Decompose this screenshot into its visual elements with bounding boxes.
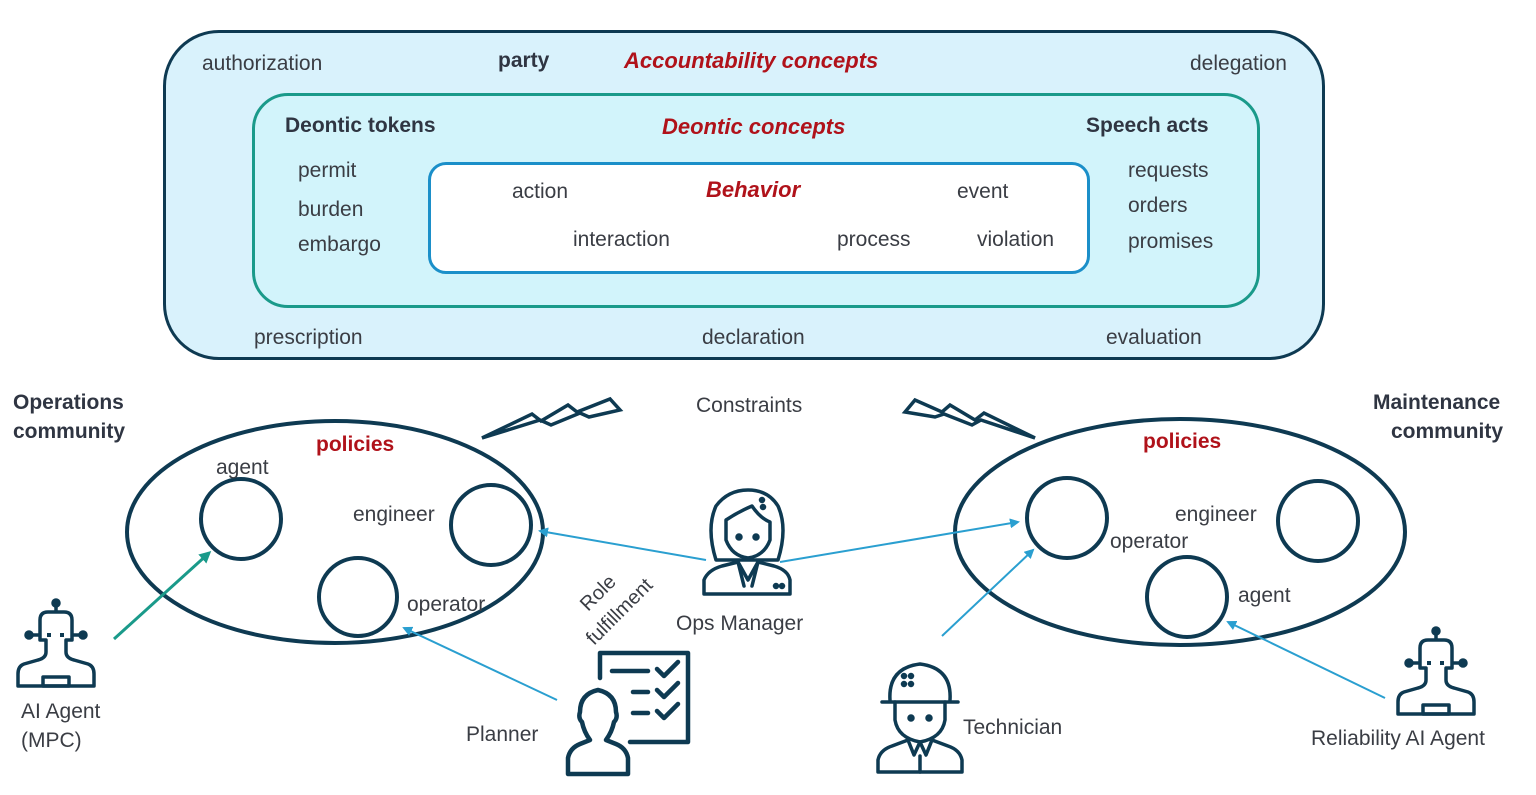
ops-role-engineer-label: engineer [353,503,435,526]
accountability-concepts-title: Accountability concepts [624,48,879,73]
operations-community-label-line1: Operations [13,391,124,414]
ops-manager-label: Ops Manager [676,612,804,635]
maintenance-community-label-line2: community [1391,420,1504,443]
ai-agent-label-line2: (MPC) [21,729,82,752]
term-declaration: declaration [702,326,805,349]
arrow-planner-to-ops-operator [402,626,558,701]
token-embargo: embargo [298,233,381,256]
lightning-right-icon [901,397,1036,440]
arrow-ai-agent-to-ops-agent [112,550,212,641]
behavior-box [428,162,1090,274]
mnt-role-operator-label: operator [1110,530,1189,553]
ops-policies-label: policies [316,433,395,456]
behavior-process: process [837,228,911,251]
arrow-opsmgr-to-ops-engineer [538,527,707,561]
speech-promises: promises [1128,230,1214,253]
term-delegation: delegation [1190,52,1287,75]
behavior-event: event [957,180,1009,203]
behavior-action: action [512,180,569,203]
technician-label: Technician [963,716,1063,739]
ops-role-engineer-circle [449,483,533,567]
hardhat-worker-icon [876,662,964,774]
constraints-label: Constraints [696,394,803,417]
operations-community-label-line2: community [13,420,126,443]
token-permit: permit [298,159,357,182]
ops-role-agent-circle [199,477,283,561]
behavior-interaction: interaction [573,228,670,251]
reliability-ai-agent-label: Reliability AI Agent [1311,727,1485,750]
arrow-technician-to-mnt-operator [941,548,1035,637]
mnt-role-agent-circle [1145,555,1229,639]
mnt-policies-label: policies [1143,430,1222,453]
ops-role-agent-label: agent [216,456,269,479]
businesswoman-icon [702,488,792,596]
term-party: party [498,49,550,72]
ai-agent-label-line1: AI Agent [21,700,101,723]
planner-label: Planner [466,723,539,746]
robot-icon [16,598,96,688]
maintenance-community-label-line1: Maintenance [1373,391,1501,414]
lightning-left-icon [481,396,624,440]
deontic-tokens-heading: Deontic tokens [285,114,436,137]
mnt-role-agent-label: agent [1238,584,1291,607]
mnt-role-engineer-circle [1276,479,1360,563]
arrow-reliability-to-mnt-agent [1226,620,1386,699]
ops-role-operator-circle [317,556,399,638]
term-evaluation: evaluation [1106,326,1202,349]
speech-requests: requests [1128,159,1209,182]
token-burden: burden [298,198,364,221]
arrow-opsmgr-to-mnt-operator [779,518,1020,563]
mnt-role-operator-circle [1025,476,1109,560]
term-authorization: authorization [202,52,323,75]
robot-icon [1396,626,1476,716]
speech-acts-heading: Speech acts [1086,114,1209,137]
ops-role-operator-label: operator [407,593,486,616]
behavior-violation: violation [977,228,1055,251]
checklist-person-icon [565,650,691,777]
mnt-role-engineer-label: engineer [1175,503,1257,526]
speech-orders: orders [1128,194,1188,217]
behavior-title: Behavior [706,177,801,202]
deontic-concepts-title: Deontic concepts [662,114,846,139]
term-prescription: prescription [254,326,363,349]
